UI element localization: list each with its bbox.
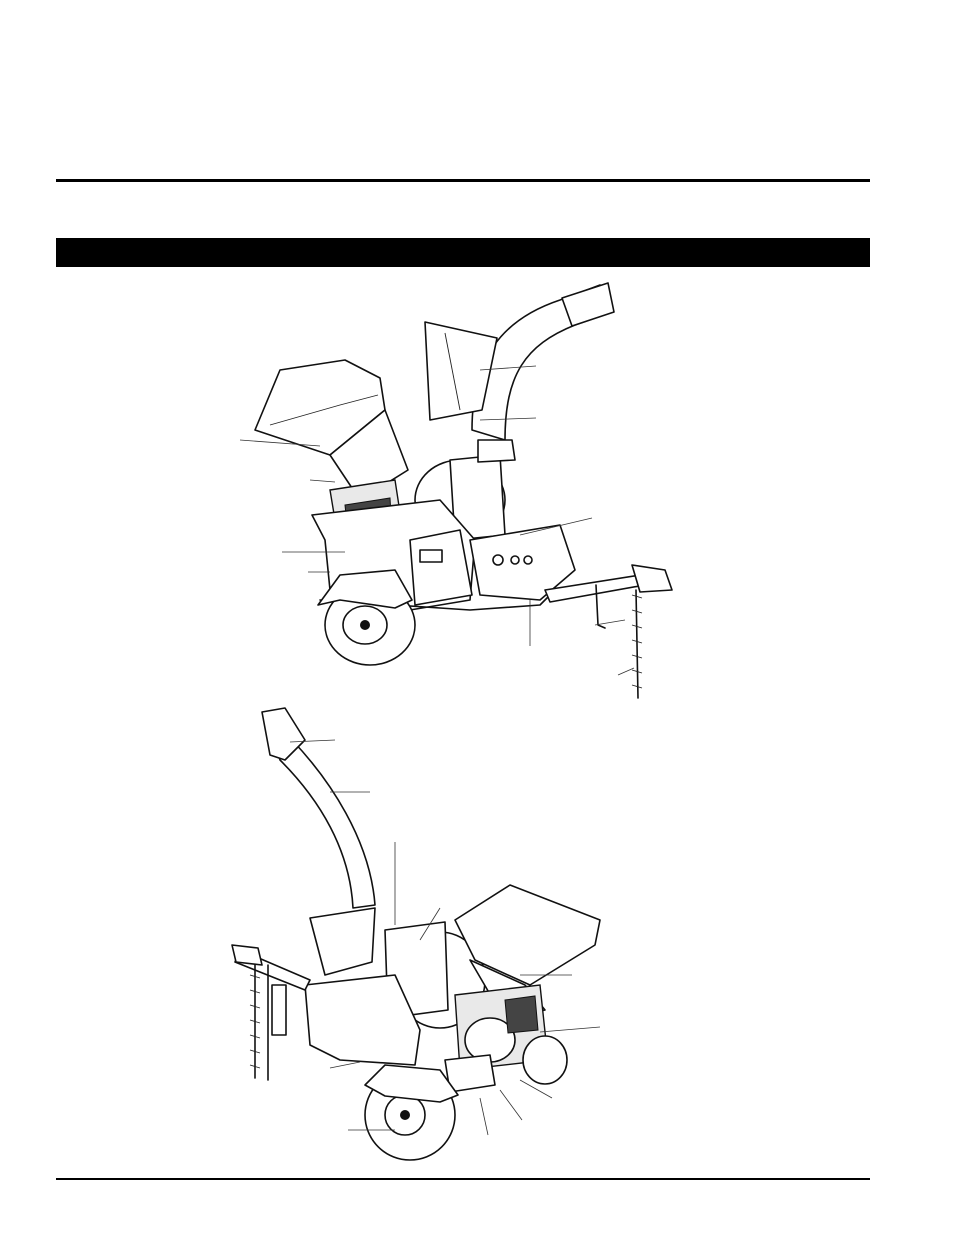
discharge-chute-rear: [264, 711, 376, 909]
chute-deflector-rear: [309, 907, 376, 976]
section-title-bar: [56, 238, 870, 267]
footer-rule: [56, 1178, 870, 1180]
fender: [317, 569, 413, 609]
control-tray: [469, 524, 576, 601]
safety-chain: [635, 589, 639, 699]
header-rule: [56, 179, 870, 182]
side-frame: [304, 974, 421, 1066]
chute-deflector: [424, 321, 498, 421]
feed-hopper-rear: [454, 884, 601, 986]
fender-rear: [364, 1064, 459, 1103]
